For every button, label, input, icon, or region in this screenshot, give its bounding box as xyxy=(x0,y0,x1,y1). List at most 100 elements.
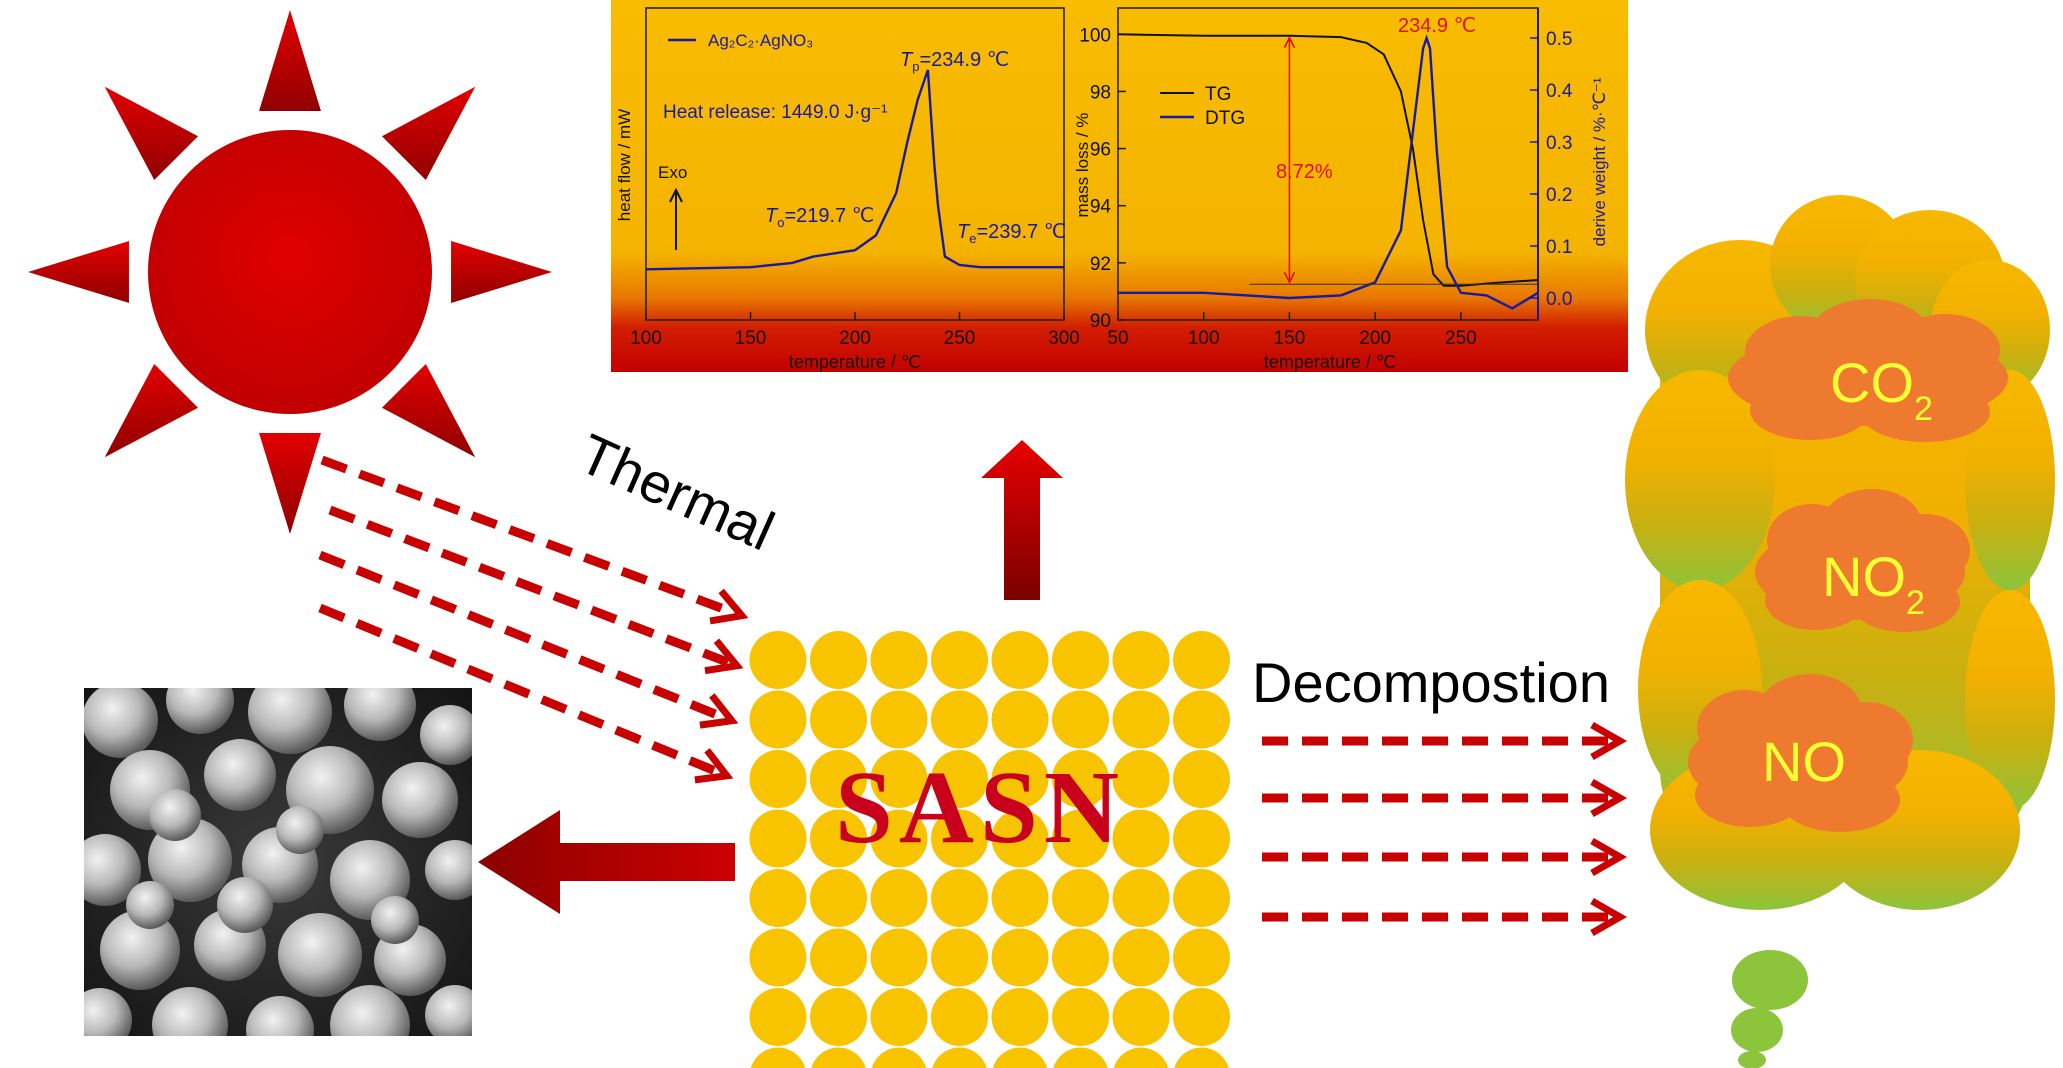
dsc-x-tick-label: 100 xyxy=(630,328,662,349)
sasn-particle xyxy=(749,869,807,927)
sasn-particle xyxy=(1052,690,1109,749)
thermal-arrow-1 xyxy=(320,455,749,625)
sun-rays xyxy=(28,10,552,534)
sasn-label: SASN xyxy=(835,750,1125,865)
chart-panel-background xyxy=(611,0,1628,372)
sasn-particle xyxy=(991,631,1049,689)
no2-label: NO2 xyxy=(1822,545,1925,622)
co2-puff xyxy=(1728,299,2008,442)
sasn-particle xyxy=(1052,869,1109,927)
sasn-particle xyxy=(1052,988,1109,1046)
sasn-particle xyxy=(1173,690,1230,749)
dtg-peak-label: 234.9 ℃ xyxy=(1398,15,1476,37)
tg-x-tick-label: 100 xyxy=(1188,328,1220,349)
sem-particle xyxy=(84,988,132,1036)
sasn-particle xyxy=(931,928,988,987)
sasn-particle xyxy=(749,928,807,987)
dsc-legend-label: Ag₂C₂·AgNO₃ xyxy=(708,31,813,50)
sasn-particle xyxy=(810,869,867,927)
thermal-arrow-3 xyxy=(318,550,739,729)
sasn-particle xyxy=(1173,750,1230,808)
tg-y-tick-label: 100 xyxy=(1079,25,1111,46)
tg-y2-tick-label: 0.3 xyxy=(1546,133,1572,154)
tg-y2-tick-label: 0.0 xyxy=(1546,289,1572,310)
sem-particle xyxy=(382,762,458,838)
sem-particle xyxy=(100,910,180,990)
tg-y-tick-label: 94 xyxy=(1090,197,1112,218)
decomposition-arrows xyxy=(1262,721,1628,937)
dtg-curve xyxy=(1118,34,1539,310)
sasn-particle xyxy=(749,631,807,689)
mass-loss-marker xyxy=(1249,35,1538,285)
sem-particle xyxy=(371,896,419,944)
sasn-particle xyxy=(1112,809,1170,868)
gas-no2-cloud: NO2 xyxy=(1755,489,1970,632)
sasn-particle xyxy=(810,631,867,689)
sem-particle xyxy=(425,985,472,1036)
thermal-label: Thermal xyxy=(570,421,783,562)
sasn-particle xyxy=(871,1047,927,1068)
sem-particle xyxy=(217,877,273,933)
sem-particle xyxy=(149,789,201,841)
sasn-particle xyxy=(811,1047,866,1068)
sem-particle xyxy=(425,840,472,900)
sasn-particle xyxy=(750,1047,806,1068)
dsc-to-label: To=219.7 ℃ xyxy=(765,205,874,230)
sasn-particle xyxy=(931,750,988,808)
sasn-particle xyxy=(931,988,988,1046)
tg-legend-label: TG xyxy=(1205,84,1231,105)
sun-icon xyxy=(28,10,552,534)
tg-y2-tick-label: 0.1 xyxy=(1546,237,1572,258)
sun-ray xyxy=(28,241,129,303)
sun-disc xyxy=(148,130,432,414)
sun-ray xyxy=(381,86,476,181)
decomposition-label: Decompostion xyxy=(1252,651,1610,714)
sem-particle xyxy=(420,705,472,765)
tg-right-axis-label: derive weight / %·℃⁻¹ xyxy=(1590,77,1609,246)
sasn-particle xyxy=(1052,928,1109,987)
sasn-particle xyxy=(870,809,928,868)
sasn-particle xyxy=(810,928,867,987)
gas-co2-cloud: CO2 xyxy=(1728,299,2008,442)
sasn-particle xyxy=(1173,928,1230,987)
sasn-particle xyxy=(870,750,928,808)
sasn-particle xyxy=(991,988,1049,1046)
sasn-ellipses xyxy=(749,631,1230,1068)
sem-particle xyxy=(330,985,410,1036)
sem-particle xyxy=(344,688,416,741)
sasn-particle xyxy=(992,1047,1048,1068)
mass-loss-arrowhead-top xyxy=(1283,35,1296,49)
dsc-x-tick-label: 150 xyxy=(735,328,767,349)
sasn-particle xyxy=(1112,869,1170,927)
sasn-particle xyxy=(991,690,1049,749)
tg-y-tick-label: 98 xyxy=(1090,82,1111,103)
sem-particle xyxy=(246,996,314,1036)
sem-particle xyxy=(84,834,141,906)
mass-loss-arrowhead-bottom xyxy=(1283,271,1296,285)
sun-ray xyxy=(104,86,199,181)
sasn-particle xyxy=(991,928,1049,987)
sasn-particle xyxy=(1112,988,1170,1046)
sasn-particle xyxy=(932,1047,987,1068)
sasn-particle xyxy=(749,809,807,868)
dsc-x-tick-label: 200 xyxy=(839,328,871,349)
co2-label: CO2 xyxy=(1830,351,1933,428)
thermal-arrow-2 xyxy=(328,505,744,675)
sasn-particle-grid: SASN xyxy=(749,631,1230,1068)
no2-puff xyxy=(1755,489,1970,632)
tg-y2-tick-label: 0.2 xyxy=(1546,185,1572,206)
sasn-particle xyxy=(991,869,1049,927)
up-arrow-icon xyxy=(981,440,1063,600)
dsc-x-tick-label: 250 xyxy=(944,328,976,349)
sasn-particle xyxy=(749,750,807,808)
no-puff xyxy=(1688,674,1913,832)
sasn-particle xyxy=(1173,988,1230,1046)
tg-x-tick-label: 200 xyxy=(1359,328,1391,349)
dsc-y-axis-label: heat flow / mW xyxy=(615,109,634,221)
sasn-particle xyxy=(1112,750,1170,808)
dsc-heat-release: Heat release: 1449.0 J·g⁻¹ xyxy=(663,102,887,123)
sasn-particle xyxy=(810,988,867,1046)
